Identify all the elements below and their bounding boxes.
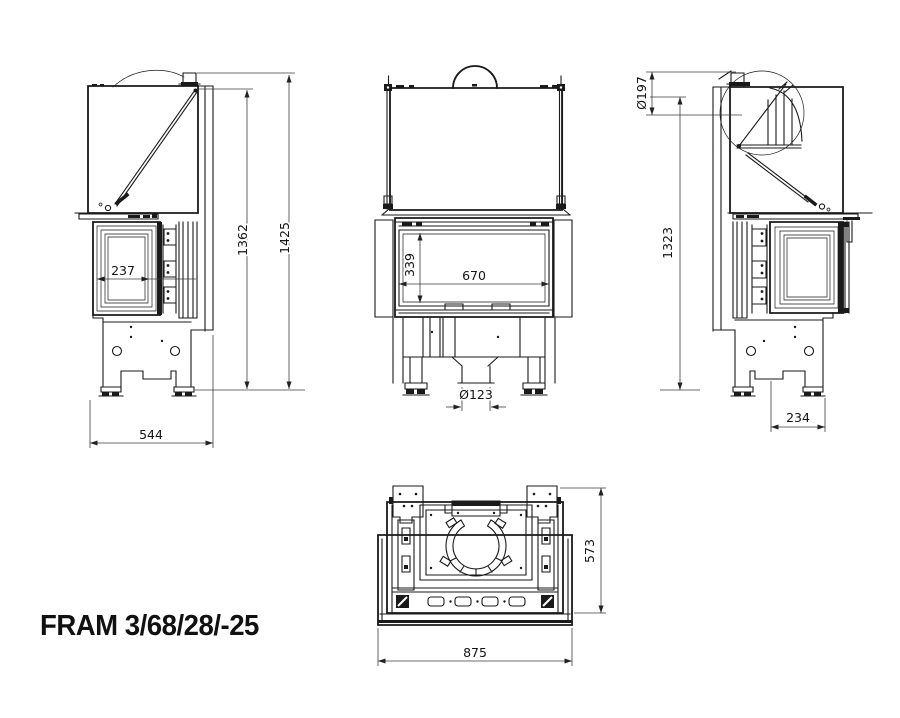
flue-bolt-tab — [445, 517, 458, 529]
right-view-dimensions: Ø197 1323 234 — [632, 71, 826, 432]
dim-depth-label: 573 — [582, 539, 597, 563]
front-view: 670 339 Ø123 — [374, 65, 573, 411]
front-view-dimensions: 670 339 Ø123 — [399, 233, 549, 411]
dim-glass-width-label: 670 — [462, 268, 486, 283]
dim-body-height-label: 1362 — [235, 224, 250, 256]
black-details — [729, 82, 860, 396]
top-view-dimensions: 573 875 — [377, 487, 606, 666]
dim-rear-height-label: 1323 — [660, 227, 675, 259]
dim-total-height-label: 1425 — [277, 222, 292, 254]
base-hole — [803, 345, 815, 357]
dim-firebox-depth-label: 237 — [111, 263, 135, 278]
top-geometry — [379, 485, 571, 622]
flue-bolt-tab — [500, 555, 513, 567]
dim-leg-spacing-label: 234 — [786, 410, 810, 425]
right-side-view: Ø197 1323 234 — [632, 70, 873, 432]
black-details — [383, 84, 566, 394]
left-view-dimensions: 237 1362 1425 544 — [89, 72, 305, 448]
flue-bolt-tab — [439, 555, 452, 567]
base-hole — [169, 345, 181, 357]
vent-slot — [454, 596, 472, 607]
black-details — [378, 492, 572, 623]
front-geometry — [374, 75, 573, 396]
damper-control-rod — [98, 88, 198, 212]
side-body-geometry — [712, 70, 873, 397]
black-details — [92, 82, 198, 396]
base-hole — [745, 345, 757, 357]
vent-slot — [481, 596, 499, 607]
dim-flue-diameter-label: Ø197 — [634, 76, 649, 110]
title-block: FRAM 3/68/28/-25 — [40, 608, 259, 641]
product-title: FRAM 3/68/28/-25 — [40, 608, 259, 641]
detail-circle — [719, 70, 805, 156]
dim-air-inlet-label: Ø123 — [459, 387, 493, 402]
flue-bolt-tab — [494, 517, 507, 529]
vent-slot — [427, 596, 445, 607]
side-body-geometry — [74, 69, 214, 397]
top-outline — [377, 501, 573, 626]
flue-pipe-arc — [452, 65, 498, 89]
top-view: 573 875 — [377, 485, 606, 666]
base-hole — [111, 345, 123, 357]
damper-control-rod — [737, 144, 831, 212]
vent-slot — [508, 596, 526, 607]
dim-base-depth-label: 544 — [139, 427, 163, 442]
left-side-view: 237 1362 1425 544 — [74, 69, 305, 448]
hood-and-door-outline — [87, 85, 199, 316]
dim-width-label: 875 — [463, 645, 487, 660]
dim-glass-height-label: 339 — [402, 253, 417, 277]
